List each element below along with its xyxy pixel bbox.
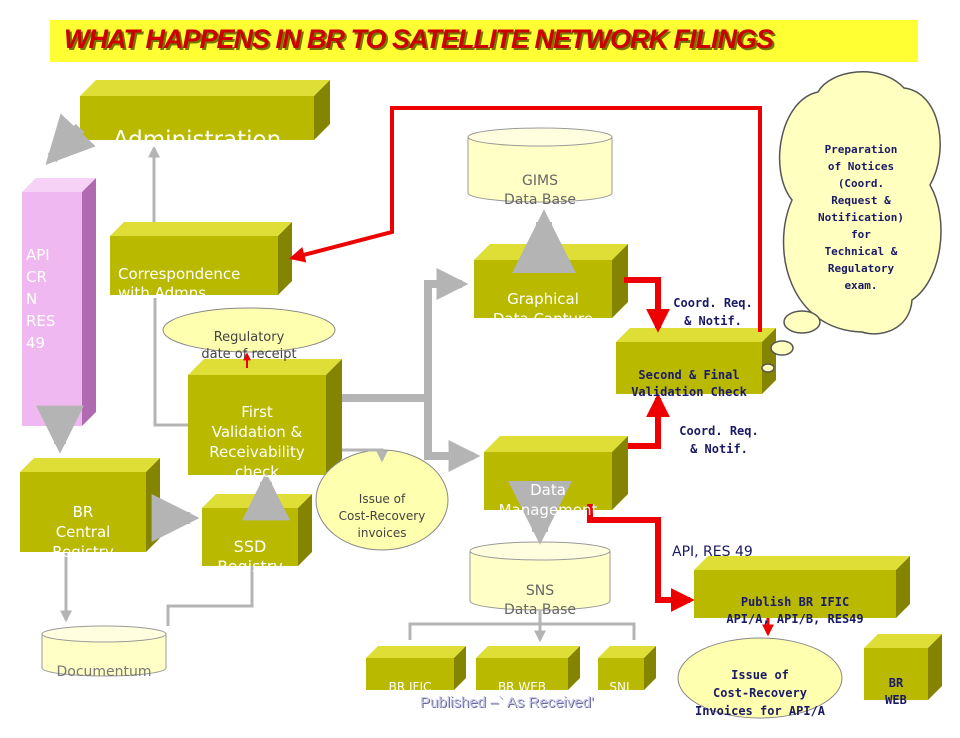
gray-arrows — [35, 113, 636, 643]
second-validation-label: Second & Final Validation Check — [616, 350, 762, 418]
api-res49-text: API, RES 49 — [672, 544, 753, 560]
br-web-small-text: BR WEB — [885, 676, 907, 707]
thought-bubble-label: Preparation of Notices (Coord. Request &… — [794, 124, 928, 311]
administration-box — [80, 80, 330, 140]
administration-text: Administration — [112, 127, 282, 153]
br-web-label: BR WEB — [476, 666, 568, 708]
br-ific-box — [366, 646, 466, 690]
br-ific-label: BR IFIC — [366, 666, 454, 708]
second-validation-box — [616, 328, 776, 394]
br-web-text: BR WEB — [497, 680, 547, 694]
administration-label: Administration — [80, 101, 314, 179]
correspondence-box — [110, 222, 292, 295]
snl-text: SNL — [609, 680, 633, 694]
documentum-label: Documentum — [42, 648, 166, 696]
publish-ific-label: Publish BR IFIC API/A, API/B, RES49 — [694, 577, 896, 645]
sns-db-label: SNS Data Base — [470, 563, 610, 639]
issue-cost-label: Issue of Cost-Recovery invoices — [316, 474, 448, 559]
ssd-registry-label: SSD Registry — [202, 517, 298, 597]
br-ific-text: BR IFIC — [388, 680, 432, 694]
sns-db-cylinder — [469, 541, 611, 611]
br-central-registry-label: BR Central Registry — [20, 482, 146, 582]
br-central-registry-box — [20, 458, 160, 552]
graphical-capture-text: Graphical Data Capture — [492, 290, 594, 328]
first-validation-label: First Validation & Receivability check — [188, 382, 326, 502]
red-arrows — [243, 106, 774, 637]
regulatory-date-ellipse — [162, 307, 336, 353]
documentum-text: Documentum — [56, 664, 152, 680]
issue-cost-api-ellipse — [677, 637, 843, 719]
br-web-small-label: BR WEB — [864, 658, 928, 726]
br-web-box — [476, 646, 580, 690]
regulatory-date-text: Regulatory date of receipt — [201, 330, 297, 362]
br-central-registry-text: BR Central Registry — [52, 503, 114, 561]
second-validation-text: Second & Final Validation Check — [631, 368, 747, 399]
issue-cost-api-text: Issue of Cost-Recovery Invoices for API/… — [694, 668, 826, 718]
sns-db-text: SNS Data Base — [504, 583, 576, 618]
snl-label: SNL — [598, 666, 644, 708]
thought-bubble — [761, 70, 942, 373]
snl-box — [598, 646, 656, 690]
coord-req-1-label: Coord. Req. & Notif. — [658, 276, 768, 348]
regulatory-date-label: Regulatory date of receipt — [163, 312, 335, 380]
api-list-label: API CR N RES 49 — [26, 222, 82, 376]
ssd-registry-text: SSD Registry — [217, 537, 283, 576]
publish-ific-text: Publish BR IFIC API/A, API/B, RES49 — [726, 595, 864, 626]
data-management-text: Data Management — [498, 481, 598, 519]
gims-db-label: GIMS Data Base — [468, 153, 612, 229]
coord-req-1-text: Coord. Req. & Notif. — [673, 296, 753, 328]
gims-db-cylinder — [467, 127, 613, 203]
publish-ific-box — [694, 556, 910, 618]
graphical-capture-label: Graphical Data Capture — [474, 269, 612, 349]
correspondence-text: Correspondence with Admns. — [118, 265, 241, 302]
api-res49-label: API, RES 49 — [672, 528, 792, 576]
coord-req-2-text: Coord. Req. & Notif. — [679, 424, 759, 456]
issue-cost-text: Issue of Cost-Recovery invoices — [338, 492, 426, 540]
issue-cost-api-label: Issue of Cost-Recovery Invoices for API/… — [678, 648, 842, 738]
first-validation-text: First Validation & Receivability check — [209, 403, 305, 481]
first-validation-box — [188, 359, 342, 475]
title-bar: WHAT HAPPENS IN BR TO SATELLITE NETWORK … — [50, 20, 918, 62]
page-title: WHAT HAPPENS IN BR TO SATELLITE NETWORK … — [64, 24, 774, 54]
flow-diagram: WHAT HAPPENS IN BR TO SATELLITE NETWORK … — [20, 20, 942, 719]
thought-bubble-text: Preparation of Notices (Coord. Request &… — [817, 143, 905, 292]
documentum-cylinder — [41, 625, 167, 677]
br-web-small-box — [864, 634, 942, 700]
correspondence-label: Correspondence with Admns. — [118, 246, 278, 322]
api-list-text: API CR N RES 49 — [26, 246, 56, 352]
footer-note: Published –` As Received' — [420, 694, 594, 711]
gims-db-text: GIMS Data Base — [504, 173, 576, 208]
diagram-shapes — [20, 70, 942, 719]
api-list-box — [22, 178, 96, 426]
data-management-label: Data Management — [484, 460, 612, 540]
coord-req-2-label: Coord. Req. & Notif. — [664, 404, 774, 476]
